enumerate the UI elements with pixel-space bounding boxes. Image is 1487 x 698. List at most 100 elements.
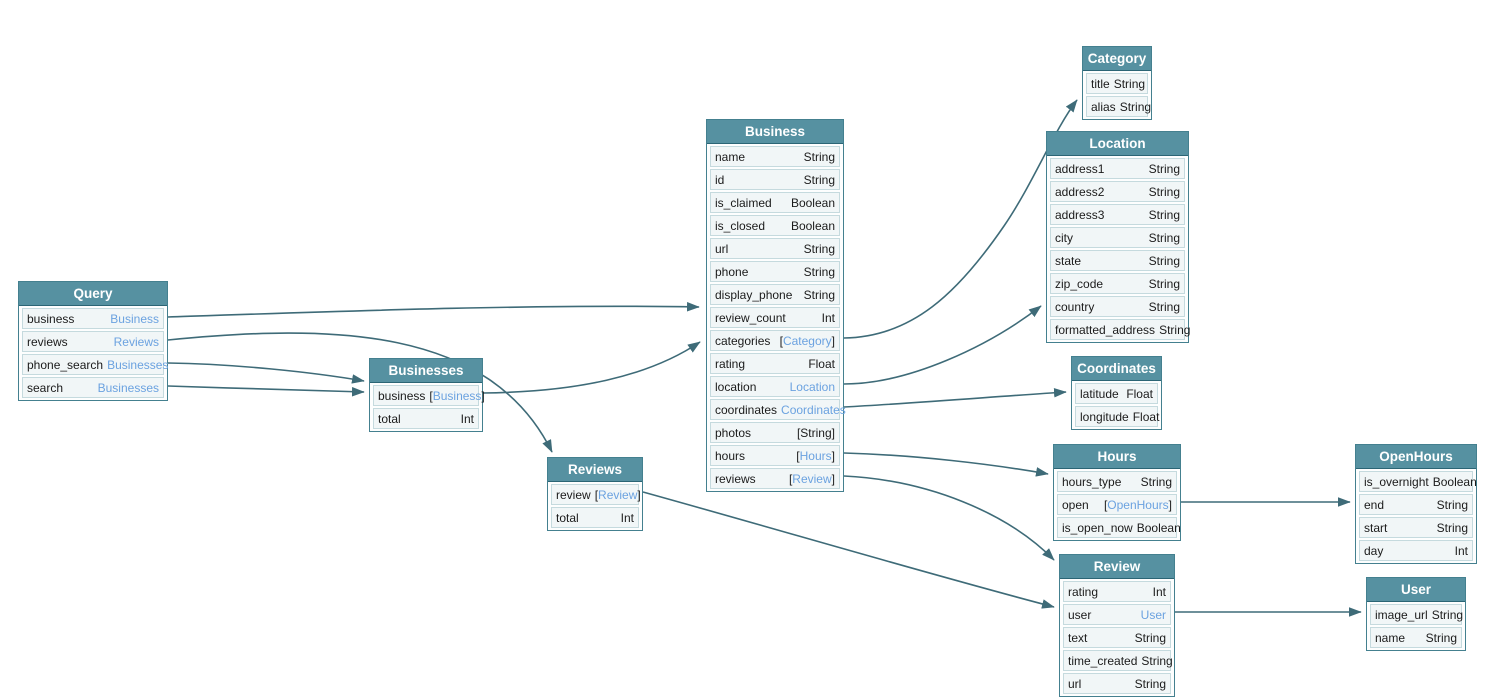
list-bracket-open: [	[796, 425, 801, 440]
type-link-businesses[interactable]: Businesses	[97, 380, 159, 395]
field-type: String	[804, 265, 835, 279]
field-type: Int	[461, 412, 474, 426]
type-link-reviews[interactable]: Reviews	[113, 334, 159, 349]
entity-header-coordinates[interactable]: Coordinates	[1072, 357, 1161, 381]
field-row-reviews-review[interactable]: review[Review]	[551, 484, 641, 505]
entity-header-location[interactable]: Location	[1047, 132, 1188, 156]
field-name: business	[378, 388, 426, 403]
connection-business-categories-to-category	[843, 99, 1078, 339]
entity-header-businesses[interactable]: Businesses	[370, 359, 482, 383]
entity-header-business[interactable]: Business	[707, 120, 843, 144]
type-link-review[interactable]: Review	[598, 487, 638, 502]
type-link-business[interactable]: Business	[110, 311, 159, 326]
entity-header-category[interactable]: Category	[1083, 47, 1151, 71]
connection-reviews-review-to-review	[642, 491, 1055, 609]
field-name: text	[1068, 630, 1088, 645]
type-link-hours[interactable]: Hours	[799, 448, 832, 463]
type-link-coordinates[interactable]: Coordinates	[781, 402, 846, 417]
field-type: [Review]	[595, 488, 641, 502]
type-link-category[interactable]: Category	[782, 333, 832, 348]
type-link-business[interactable]: Business	[432, 388, 482, 403]
entity-header-user[interactable]: User	[1367, 578, 1465, 602]
field-type: String	[1135, 677, 1166, 691]
field-row-hours-open[interactable]: open[OpenHours]	[1057, 494, 1177, 515]
field-type: String	[1120, 100, 1151, 114]
type-link-businesses[interactable]: Businesses	[107, 357, 169, 372]
type-link-user[interactable]: User	[1140, 607, 1166, 622]
entity-header-reviews[interactable]: Reviews	[548, 458, 642, 482]
type-label: String	[803, 264, 835, 279]
entity-header-hours[interactable]: Hours	[1054, 445, 1180, 469]
field-row-business-photos[interactable]: photos[String]	[710, 422, 840, 443]
field-row-business-categories[interactable]: categories[Category]	[710, 330, 840, 351]
list-bracket-open: [	[788, 471, 793, 486]
type-link-review[interactable]: Review	[792, 471, 832, 486]
type-link-location[interactable]: Location	[789, 379, 835, 394]
field-row-businesses-business[interactable]: business[Business]	[373, 385, 485, 406]
entity-header-query[interactable]: Query	[19, 282, 167, 306]
field-row-business-reviews[interactable]: reviews[Review]	[710, 468, 840, 489]
type-label: Int	[1152, 584, 1166, 599]
field-row-business-hours[interactable]: hours[Hours]	[710, 445, 840, 466]
entity-header-openhours[interactable]: OpenHours	[1356, 445, 1476, 469]
type-link-openhours[interactable]: OpenHours	[1107, 497, 1169, 512]
connection-business-location-to-location	[843, 305, 1042, 385]
entity-header-review[interactable]: Review	[1060, 555, 1174, 579]
